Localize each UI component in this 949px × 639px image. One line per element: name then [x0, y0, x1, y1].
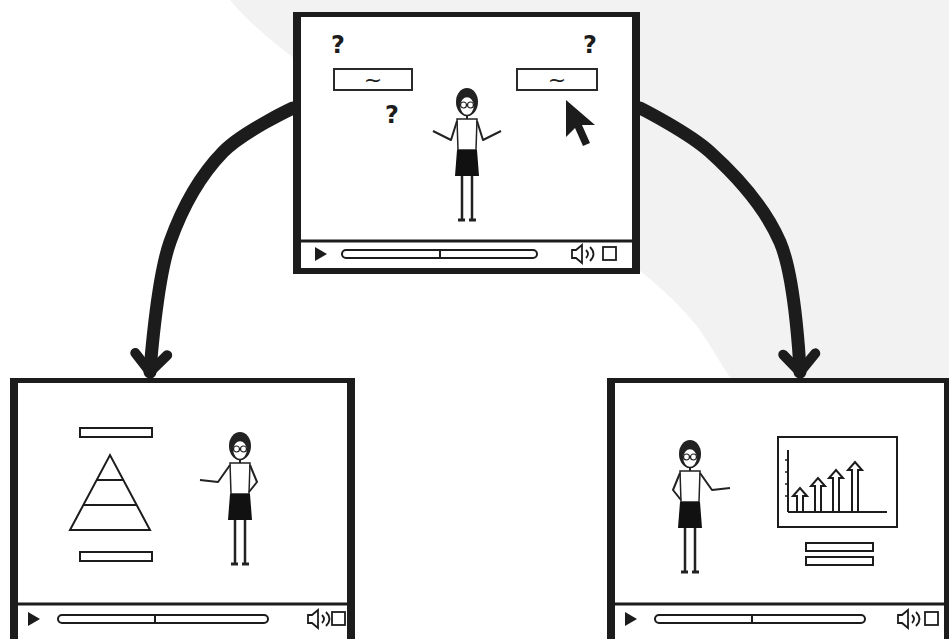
- bar-chart-graphic: [785, 460, 788, 496]
- control-bar: [301, 240, 632, 243]
- mouse-cursor: [566, 100, 595, 146]
- control-bar: [439, 250, 441, 258]
- bar-chart-graphic: [778, 437, 897, 527]
- control-bar: [655, 615, 865, 623]
- bar-chart-graphic: [787, 450, 789, 512]
- bar-chart-graphic: [848, 462, 862, 512]
- answer-box: ~: [516, 68, 598, 91]
- control-bar: [615, 603, 944, 606]
- control-bar: [751, 615, 753, 623]
- question-mark: ?: [331, 33, 345, 57]
- answer-text: ~: [364, 69, 382, 91]
- bar-chart-graphic: [829, 470, 843, 512]
- control-bar: [625, 612, 637, 626]
- presenter-figure: [200, 432, 257, 564]
- answer-text: ~: [548, 69, 566, 91]
- control-bar: [572, 245, 582, 263]
- answer-box: ~: [333, 68, 413, 91]
- presenter-figure: [433, 88, 501, 220]
- control-bar: [58, 615, 268, 623]
- pyramid-graphic: [70, 428, 152, 561]
- control-bar: [342, 250, 537, 258]
- control-bar: [603, 247, 616, 260]
- control-bar: [18, 603, 347, 606]
- bar-chart-graphic: [793, 488, 807, 512]
- pyramid-graphic: [83, 504, 136, 506]
- flow-arrow: [150, 108, 293, 372]
- control-bar: [925, 612, 938, 625]
- control-bar: [332, 612, 345, 625]
- pyramid-graphic: [97, 479, 124, 481]
- control-bar: [18, 241, 944, 628]
- control-bar: [586, 247, 594, 261]
- bar-chart-graphic: [778, 437, 897, 565]
- flow-arrow: [640, 108, 800, 372]
- question-mark: ?: [583, 33, 597, 57]
- presenter-figure: [673, 440, 730, 572]
- control-bar: [308, 610, 318, 628]
- control-bar: [28, 612, 40, 626]
- pyramid-graphic: [80, 552, 152, 561]
- bar-chart-graphic: [806, 557, 873, 565]
- video-frame: [607, 378, 949, 639]
- control-bar: [154, 615, 156, 623]
- pyramid-graphic: [70, 455, 150, 530]
- control-bar: [315, 247, 327, 261]
- control-bar: [898, 610, 908, 628]
- pyramid-graphic: [80, 428, 152, 437]
- control-bar: [322, 612, 330, 626]
- bar-chart-graphic: [788, 511, 887, 513]
- video-frame: ???~~: [293, 12, 640, 274]
- video-frame: [10, 378, 355, 639]
- bar-chart-graphic: [806, 543, 873, 551]
- bar-chart-graphic: [811, 478, 825, 512]
- question-mark: ?: [385, 103, 399, 127]
- control-bar: [912, 612, 920, 626]
